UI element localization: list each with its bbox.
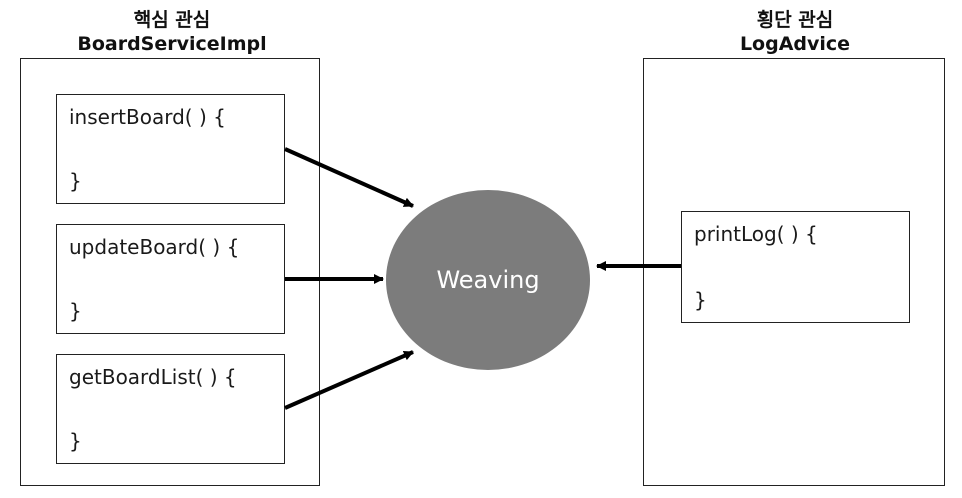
method-close-brace: } bbox=[694, 288, 707, 312]
arrow-insert-to-weaving bbox=[284, 147, 414, 208]
cross-cutting-heading: 횡단 관심 bbox=[756, 9, 834, 31]
core-concern-title: 핵심 관심 BoardServiceImpl bbox=[52, 8, 292, 56]
weaving-circle: Weaving bbox=[386, 190, 590, 370]
core-concern-heading: 핵심 관심 bbox=[133, 9, 211, 31]
method-signature: printLog( ) { bbox=[694, 222, 818, 246]
method-close-brace: } bbox=[69, 169, 82, 193]
weaving-label: Weaving bbox=[436, 266, 540, 294]
method-signature: insertBoard( ) { bbox=[69, 105, 226, 129]
method-signature: updateBoard( ) { bbox=[69, 235, 240, 259]
cross-cutting-class-name: LogAdvice bbox=[739, 33, 851, 55]
core-concern-panel bbox=[20, 58, 320, 486]
core-class-name: BoardServiceImpl bbox=[77, 33, 267, 55]
method-box-insert: insertBoard( ) { } bbox=[56, 94, 285, 204]
method-box-printlog: printLog( ) { } bbox=[681, 211, 910, 323]
method-close-brace: } bbox=[69, 429, 82, 453]
method-close-brace: } bbox=[69, 299, 82, 323]
method-box-getlist: getBoardList( ) { } bbox=[56, 354, 285, 464]
method-box-update: updateBoard( ) { } bbox=[56, 224, 285, 334]
cross-cutting-title: 횡단 관심 LogAdvice bbox=[720, 8, 870, 56]
cross-cutting-panel bbox=[643, 58, 945, 486]
method-signature: getBoardList( ) { bbox=[69, 365, 237, 389]
arrow-getlist-to-weaving bbox=[284, 350, 414, 410]
